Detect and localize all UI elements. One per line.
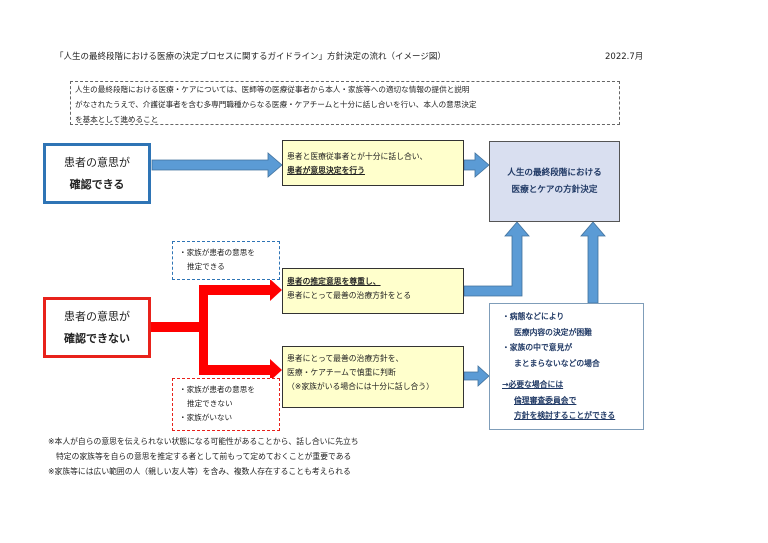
case-able-line2: 確認できる (69, 177, 125, 191)
arrow-presumed-to-outcome (463, 221, 530, 297)
document-title: 「人生の最終段階における医療の決定プロセスに関するガイドライン」方針決定の流れ（… (55, 52, 446, 62)
document-date: 2022.7月 (605, 52, 644, 62)
best-line2: 医療・ケアチームで慎重に判断 (287, 368, 396, 377)
family-can-line2: 推定できる (187, 262, 225, 271)
patient-cannot-decide-box: 患者の意思が 確認できない (43, 297, 151, 358)
difficulty-line: →必要な場合には (502, 380, 564, 389)
arrow-difficulty-to-outcome (580, 221, 606, 304)
arrow-unable-to-presumed (199, 279, 282, 301)
outcome-box: 人生の最終段階における 医療とケアの方針決定 (489, 141, 620, 222)
footnote-line: ※家族等には広い範囲の人（親しい友人等）を含み、複数人存在することも考えられる (48, 467, 351, 476)
patient-can-decide-box: 患者の意思が 確認できる (43, 143, 151, 204)
family-cannot-line3: ・家族がいない (179, 413, 233, 422)
intro-box: 人生の最終段階における医療・ケアについては、医師等の医療従事者から本人・家族等へ… (70, 81, 620, 125)
difficulty-line: 方針を検討することができる (514, 411, 616, 420)
difficulty-line: 医療内容の決定が困難 (514, 327, 592, 337)
red-branch-vertical (199, 285, 208, 375)
family-cannot-presume-box: ・家族が患者の意思を 推定できない ・家族がいない (172, 378, 280, 431)
case-unable-line1: 患者の意思が (64, 309, 130, 323)
discussion-line2: 患者が意思決定を行う (287, 166, 365, 175)
discussion-line1: 患者と医療従事者とが十分に話し合い、 (287, 152, 428, 161)
discussion-box: 患者と医療従事者とが十分に話し合い、 患者が意思決定を行う (282, 140, 464, 186)
difficulty-line: まとまらないなどの場合 (514, 358, 600, 368)
family-can-presume-box: ・家族が患者の意思を 推定できる (172, 241, 280, 280)
arrow-unable-to-best (199, 359, 282, 381)
family-cannot-line1: ・家族が患者の意思を (179, 385, 255, 394)
difficulty-line: 倫理審査委員会で (514, 395, 577, 405)
footnote-line: ※本人が自らの意思を伝えられない状態になる可能性があることから、話し合いに先立ち (48, 437, 359, 446)
best-treatment-box: 患者にとって最善の治療方針を、 医療・ケアチームで慎重に判断 （※家族がいる場合… (282, 346, 464, 408)
arrow-able-to-discuss (151, 152, 283, 178)
presumed-line1: 患者の推定意思を尊重し、 (287, 277, 381, 286)
best-line3: （※家族がいる場合には十分に話し合う） (287, 382, 434, 391)
intro-line: がなされたうえで、介護従事者を含む多専門職種からなる医療・ケアチームと十分に話し… (75, 100, 477, 109)
difficulty-line: ・家族の中で意見が (502, 343, 573, 352)
family-cannot-line2: 推定できない (187, 399, 233, 408)
presumed-line2: 患者にとって最善の治療方針をとる (287, 291, 412, 300)
best-line1: 患者にとって最善の治療方針を、 (287, 354, 404, 363)
family-can-line1: ・家族が患者の意思を (179, 248, 255, 257)
arrow-discuss-to-outcome (463, 152, 490, 178)
arrow-best-to-difficulty (463, 365, 490, 387)
case-able-line1: 患者の意思が (64, 155, 130, 169)
intro-line: 人生の最終段階における医療・ケアについては、医師等の医療従事者から本人・家族等へ… (75, 85, 470, 94)
presumed-will-box: 患者の推定意思を尊重し、 患者にとって最善の治療方針をとる (282, 268, 464, 314)
outcome-line1: 人生の最終段階における (507, 167, 602, 178)
footnote-line: 特定の家族等を自らの意思を推定する者として前もって定めておくことが重要である (56, 452, 352, 461)
difficulty-note-box: ・病態などにより 医療内容の決定が困難 ・家族の中で意見が まとまらないなどの場… (489, 303, 644, 430)
outcome-line2: 医療とケアの方針決定 (511, 184, 598, 195)
footnotes: ※本人が自らの意思を伝えられない状態になる可能性があることから、話し合いに先立ち… (48, 434, 359, 479)
intro-line: を基本として進めること (75, 115, 159, 124)
red-branch-stem (151, 322, 204, 332)
case-unable-line2: 確認できない (64, 331, 130, 345)
difficulty-line: ・病態などにより (502, 312, 565, 321)
